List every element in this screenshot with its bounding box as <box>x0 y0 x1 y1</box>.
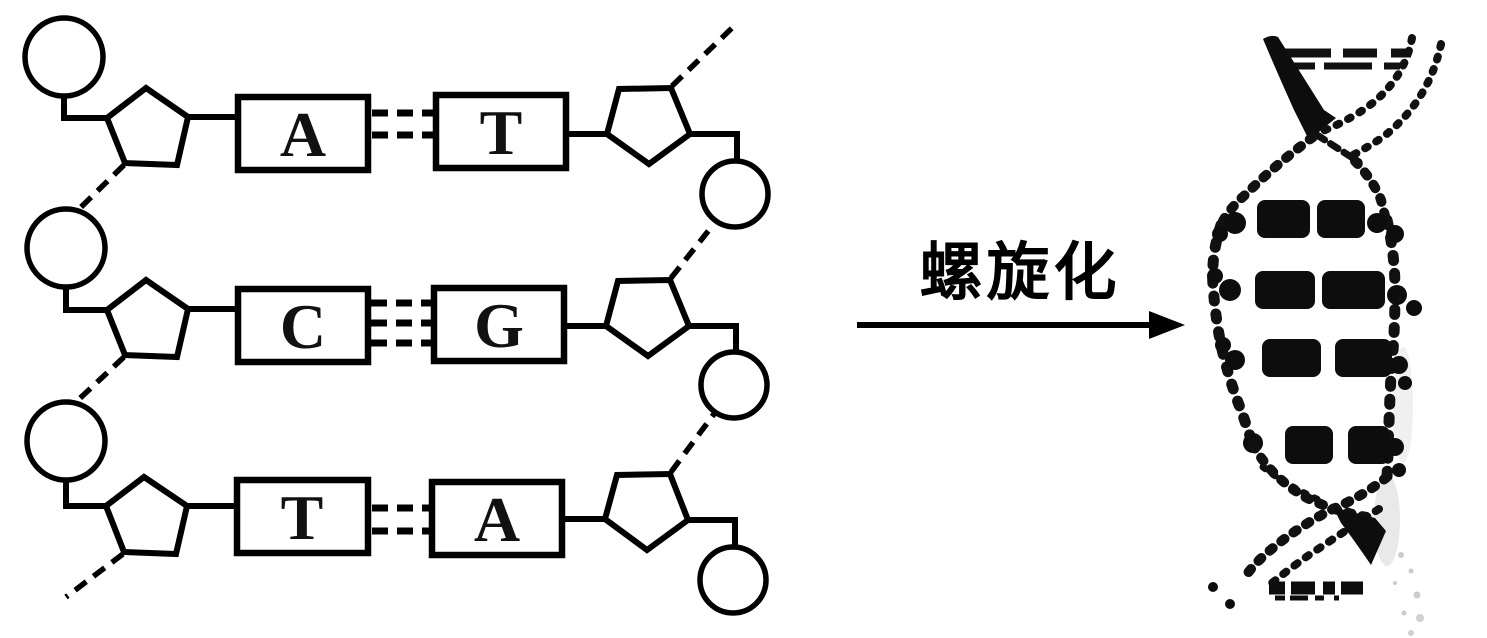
base-letter: G <box>474 290 524 361</box>
base-letter: T <box>480 97 523 168</box>
phosphate-circle <box>697 544 769 616</box>
phosphate-circle <box>24 399 108 483</box>
nucleotide-pair-row-3: T A <box>24 399 769 616</box>
deoxyribose-pentagon <box>103 84 192 169</box>
strand-link-dashed <box>74 354 126 405</box>
helix-rungs <box>1255 200 1392 464</box>
phosphate-sugar-bond <box>688 517 738 548</box>
strand-continuation-dashed <box>670 26 734 88</box>
strand-link-dashed <box>668 223 716 280</box>
dna-helix-illustration <box>1207 34 1445 636</box>
strand-link-dashed <box>668 412 717 474</box>
strand-link-dashed <box>74 163 126 214</box>
helix-bottom-bar <box>1208 581 1369 609</box>
helix-beads <box>1207 212 1422 477</box>
deoxyribose-pentagon <box>102 473 191 558</box>
phosphate-circle <box>699 158 771 230</box>
hydrogen-bonds <box>372 504 431 535</box>
phosphate-sugar-bond <box>690 131 740 161</box>
nucleotide-pair-row-2: C G <box>24 206 770 421</box>
phosphate-circle <box>22 15 106 99</box>
deoxyribose-pentagon <box>602 276 693 360</box>
base-letter: A <box>280 99 326 170</box>
phosphate-sugar-bond <box>689 323 739 352</box>
helix-top-crossover <box>1218 34 1445 226</box>
base-box <box>234 285 372 366</box>
deoxyribose-pentagon <box>603 84 694 168</box>
phosphate-sugar-bond <box>61 96 106 121</box>
phosphate-circle <box>698 349 770 421</box>
base-letter: T <box>281 482 324 553</box>
nucleotide-pair-row-1: A T <box>22 15 771 230</box>
flat-dna-diagram: A T C <box>22 15 771 616</box>
strand-continuation-dashed <box>64 551 125 600</box>
phosphate-sugar-bond <box>63 287 106 313</box>
arrow-head <box>1149 311 1185 339</box>
helix-smudges <box>1374 347 1424 636</box>
deoxyribose-pentagon <box>103 276 192 361</box>
base-letter: A <box>474 484 520 555</box>
hydrogen-bonds <box>371 299 432 347</box>
helicalization-arrow <box>857 311 1185 339</box>
phosphate-sugar-bond <box>63 480 105 509</box>
helicalization-label: 螺旋化 <box>919 238 1121 308</box>
base-box <box>233 476 372 557</box>
base-box <box>234 93 372 174</box>
helix-bottom-wedge <box>1333 507 1386 565</box>
deoxyribose-pentagon <box>601 470 692 554</box>
hydrogen-bonds <box>372 109 433 139</box>
base-letter: C <box>280 291 326 362</box>
phosphate-circle <box>24 206 108 290</box>
